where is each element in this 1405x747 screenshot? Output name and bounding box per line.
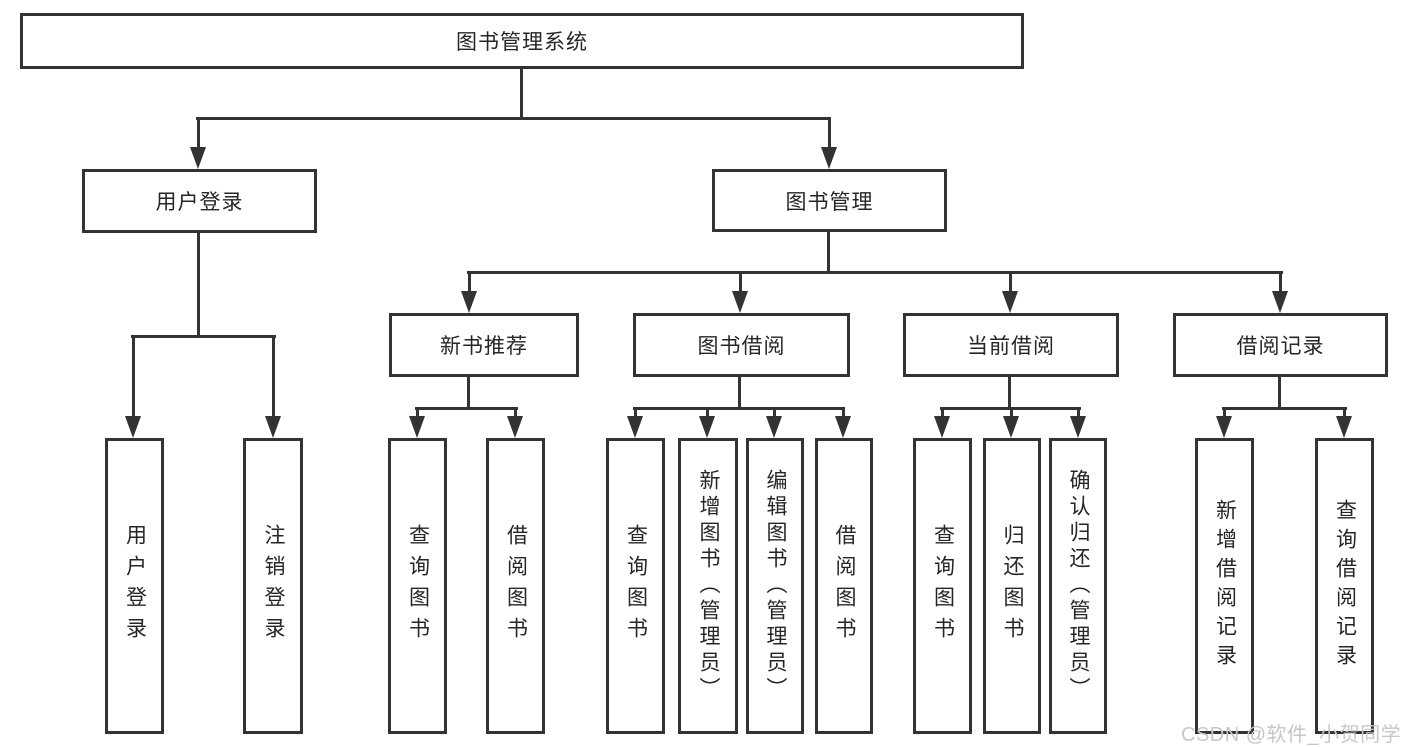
connector-records-stem: [1278, 373, 1281, 410]
leaf-label: 用户登录: [123, 524, 147, 648]
leaf-logout: 注销登录: [243, 438, 303, 734]
leaf-query-books-1: 查询图书: [388, 438, 447, 734]
connector-userlogin-stem: [197, 232, 200, 337]
leaf-label: 确认归还（管理员）: [1067, 469, 1091, 703]
leaf-label: 查询图书: [624, 524, 648, 648]
connector-borrow-bus: [633, 407, 845, 410]
leaf-confirm-return-admin: 确认归还（管理员）: [1049, 438, 1107, 734]
connector-borrow-stem: [738, 376, 741, 410]
arrow-to-leaf-borrow-books-2: [835, 408, 851, 438]
leaf-query-books-2: 查询图书: [606, 438, 665, 734]
connector-newrec-stem: [467, 376, 470, 410]
leaf-label: 归还图书: [1001, 524, 1025, 648]
arrow-to-current-borrow: [1002, 272, 1018, 313]
node-current-borrow: 当前借阅: [903, 313, 1119, 377]
arrow-to-new-book-recommend: [461, 272, 477, 313]
arrow-to-leaf-query-books-3: [934, 408, 950, 438]
arrow-to-leaf-query-books-2: [627, 408, 643, 438]
node-book-borrow: 图书借阅: [633, 313, 850, 377]
node-label: 当前借阅: [967, 335, 1055, 358]
leaf-query-books-3: 查询图书: [913, 438, 972, 734]
connector-root-stem: [520, 67, 523, 119]
leaf-query-borrow-record: 查询借阅记录: [1315, 438, 1374, 734]
leaf-borrow-books-1: 借阅图书: [486, 438, 545, 734]
leaf-label: 新增借阅记录: [1213, 499, 1237, 673]
node-new-book-recommend: 新书推荐: [389, 313, 579, 377]
arrow-to-borrow-records: [1272, 272, 1288, 313]
leaf-label: 查询图书: [406, 524, 430, 648]
leaf-label: 编辑图书（管理员）: [764, 469, 788, 703]
node-label: 图书借阅: [697, 335, 786, 358]
leaf-label: 借阅图书: [504, 524, 528, 648]
connector-records-bus: [1222, 407, 1347, 410]
node-label: 借阅记录: [1236, 335, 1325, 358]
arrow-to-leaf-query-books-1: [409, 408, 425, 438]
leaf-return-book: 归还图书: [983, 438, 1041, 734]
leaf-add-book-admin: 新增图书（管理员）: [678, 438, 738, 734]
leaf-label: 查询借阅记录: [1333, 499, 1357, 673]
leaf-label: 新增图书（管理员）: [697, 469, 721, 703]
arrow-to-leaf-query-record: [1336, 408, 1352, 438]
leaf-label: 借阅图书: [833, 524, 857, 648]
arrow-to-leaf-add-book: [699, 408, 715, 438]
node-root: 图书管理系统: [20, 13, 1024, 69]
connector-newrec-bus: [415, 407, 518, 410]
arrow-to-leaf-return-book: [1003, 408, 1019, 438]
arrow-to-user-login: [190, 118, 206, 169]
leaf-label: 注销登录: [262, 524, 286, 648]
node-user-login: 用户登录: [82, 169, 317, 233]
leaf-add-borrow-record: 新增借阅记录: [1195, 438, 1254, 734]
connector-current-stem: [1008, 376, 1011, 410]
arrow-to-leaf-edit-book: [766, 408, 782, 438]
leaf-user-login: 用户登录: [105, 438, 164, 734]
leaf-borrow-books-2: 借阅图书: [815, 438, 873, 734]
arrow-to-leaf-add-record: [1216, 408, 1232, 438]
connector-level2-bus: [196, 117, 831, 120]
csdn-watermark: CSDN @软件_小贺同学: [1181, 724, 1402, 746]
node-label: 用户登录: [155, 191, 244, 214]
node-label: 新书推荐: [440, 335, 528, 358]
arrow-to-leaf-logout: [265, 336, 281, 438]
arrow-to-book-management: [821, 118, 837, 169]
arrow-to-leaf-confirm-return: [1070, 408, 1086, 438]
node-borrow-records: 借阅记录: [1173, 313, 1388, 377]
arrow-to-leaf-borrow-books-1: [507, 408, 523, 438]
connector-level3-bus: [467, 271, 1283, 274]
arrow-to-book-borrow: [732, 272, 748, 313]
connector-userlogin-bus: [131, 335, 276, 338]
leaf-edit-book-admin: 编辑图书（管理员）: [746, 438, 804, 734]
connector-bookmgmt-stem: [827, 230, 830, 274]
node-book-management: 图书管理: [712, 169, 947, 232]
leaf-label: 查询图书: [931, 524, 955, 648]
node-label: 图书管理系统: [456, 31, 588, 54]
arrow-to-leaf-user-login: [125, 336, 141, 438]
node-label: 图书管理: [785, 190, 874, 214]
